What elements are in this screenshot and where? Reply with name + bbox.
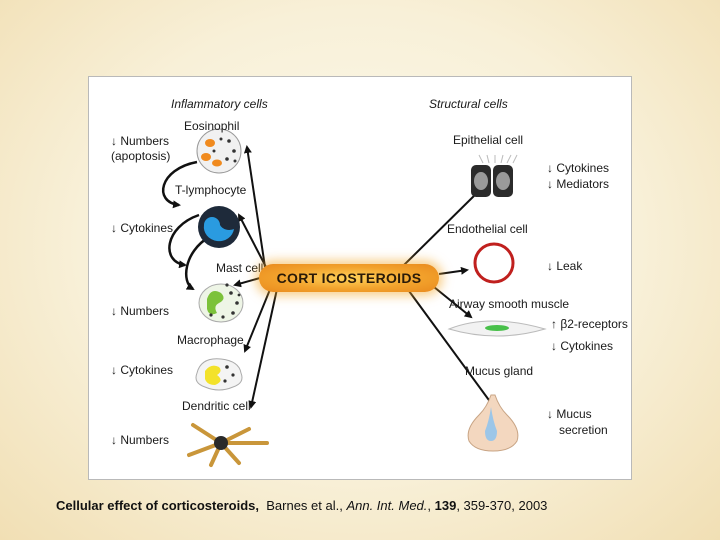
diagram-graphics [161, 128, 547, 467]
caption-authors: Barnes et al., [266, 498, 347, 513]
endothelial-effect: ↓ Leak [547, 259, 583, 273]
mast-cell-icon [198, 283, 244, 323]
eosinophil-effect-1: ↓ Numbers [111, 134, 170, 148]
endothelial-cell-label: Endothelial cell [447, 222, 528, 236]
epithelial-effect-1: ↓ Cytokines [547, 161, 610, 175]
inflammatory-cells-header: Inflammatory cells [171, 97, 268, 111]
smooth-muscle-effect-1: ↑ β2-receptors [551, 317, 628, 331]
caption-journal: Ann. Int. Med. [346, 498, 428, 513]
dendritic-cell-label: Dendritic cell [182, 399, 251, 413]
macrophage-effect: ↓ Cytokines [111, 363, 174, 377]
mucus-gland-icon [467, 394, 519, 452]
t-lymphocyte-label: T-lymphocyte [175, 183, 247, 197]
mucus-effect-1: ↓ Mucus [547, 407, 592, 421]
corticosteroid-diagram: Inflammatory cells Structural cells Eosi… [88, 76, 632, 480]
curved-arrows [161, 160, 200, 269]
mucus-effect-2: secretion [559, 423, 608, 437]
epithelial-cell-label: Epithelial cell [453, 133, 524, 147]
t-lymphocyte-effect: ↓ Cytokines [111, 221, 174, 235]
epithelial-effect-2: ↓ Mediators [547, 177, 610, 191]
t-lymphocyte-icon [198, 206, 240, 248]
eosinophil-label: Eosinophil [184, 119, 240, 133]
caption-title: Cellular effect of corticosteroids, [56, 498, 259, 513]
macrophage-label: Macrophage [177, 333, 244, 347]
mucus-gland-label: Mucus gland [465, 364, 534, 378]
caption-volume: 139 [434, 498, 457, 513]
caption-sep: , [427, 498, 435, 513]
macrophage-icon [195, 358, 243, 391]
dendritic-cell-effect: ↓ Numbers [111, 433, 170, 447]
epithelial-cell-icon [471, 154, 518, 197]
mast-cell-effect: ↓ Numbers [111, 304, 170, 318]
eosinophil-effect-2: (apoptosis) [111, 149, 171, 163]
dendritic-cell-icon [187, 423, 269, 467]
mast-cell-label: Mast cell [216, 261, 264, 275]
smooth-muscle-label: Airway smooth muscle [449, 297, 570, 311]
corticosteroids-banner: CORT ICOSTEROIDS [259, 264, 439, 292]
curved-arrow-mast [185, 235, 210, 291]
caption-pages: , 359-370, 2003 [456, 498, 548, 513]
structural-cells-header: Structural cells [429, 97, 508, 111]
figure-caption: Cellular effect of corticosteroids, Barn… [56, 498, 547, 513]
arrows-right [403, 187, 496, 409]
smooth-muscle-effect-2: ↓ Cytokines [551, 339, 614, 353]
endothelial-cell-icon [473, 242, 515, 284]
eosinophil-icon [196, 128, 242, 174]
smooth-muscle-icon [447, 320, 547, 337]
